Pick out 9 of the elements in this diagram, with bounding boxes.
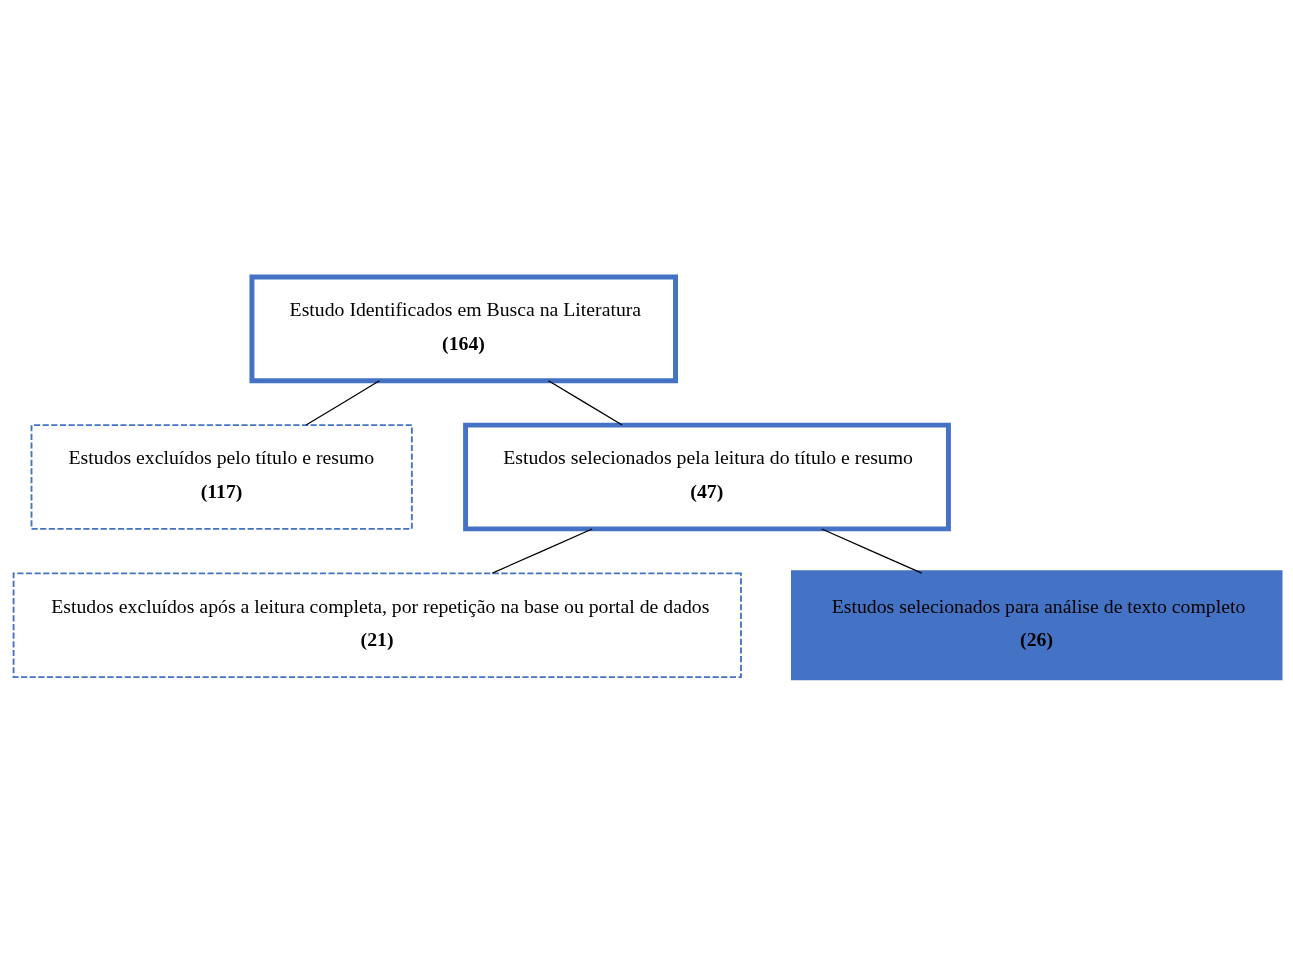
connector (821, 528, 923, 574)
node-box: Estudos excluídos pelo título e resumo (117) (30, 424, 413, 530)
node-box: Estudos selecionados para análise de texto completo (26) (791, 570, 1283, 681)
connector (305, 380, 381, 426)
node-box: Estudos selecionados pela leitura do título e resumo (47) (463, 422, 951, 532)
node-box: Estudo Identificados em Busca na Literatura (164) (249, 274, 678, 384)
connector (491, 528, 593, 574)
connector (547, 380, 623, 426)
node-box: Estudos excluídos após a leitura completa, por repetição na base ou portal de dados (21) (12, 572, 742, 678)
